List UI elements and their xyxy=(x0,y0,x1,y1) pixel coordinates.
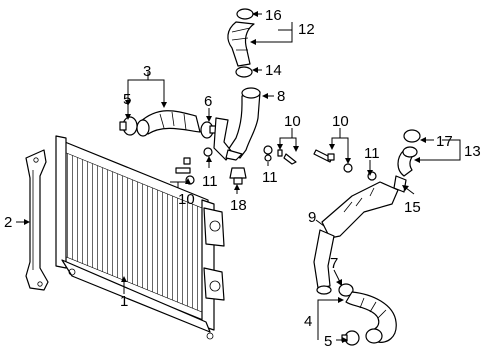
callout-8: 8 xyxy=(277,88,285,105)
callout-14: 14 xyxy=(265,62,282,79)
charge-hose-upper-part xyxy=(136,110,201,137)
leader-lines xyxy=(16,11,461,343)
bolt-part xyxy=(313,149,335,163)
callout-labels: 1 2 3 4 5 5 6 7 8 9 10 10 10 11 11 11 12… xyxy=(4,7,481,350)
hose-clamp-part xyxy=(338,283,354,297)
bolt-part xyxy=(175,157,191,174)
nut-part xyxy=(343,163,353,173)
clip-part xyxy=(393,175,407,193)
callout-7: 7 xyxy=(330,255,338,272)
callout-1: 1 xyxy=(120,293,128,310)
charge-duct-part xyxy=(227,8,255,78)
bolt-part xyxy=(277,149,297,165)
callout-18: 18 xyxy=(230,197,247,214)
callout-17: 17 xyxy=(436,133,453,150)
charge-hose-part xyxy=(397,129,421,177)
callout-6: 6 xyxy=(204,93,212,110)
callout-11-right: 11 xyxy=(364,145,380,162)
air-deflector-part xyxy=(25,149,49,291)
charge-pipe-part xyxy=(213,87,261,161)
callout-10-right: 10 xyxy=(332,113,349,130)
callout-15: 15 xyxy=(404,199,421,216)
sensor-part xyxy=(229,167,247,185)
intercooler-part xyxy=(55,135,225,340)
nut-part xyxy=(203,147,213,157)
callout-5-lower: 5 xyxy=(324,333,332,350)
hose-clamp-part xyxy=(119,116,138,136)
charge-hose-lower-part xyxy=(345,291,397,344)
callout-10-left: 10 xyxy=(178,191,195,208)
callout-4: 4 xyxy=(304,313,312,330)
charge-pipe-lower-part xyxy=(313,181,399,295)
callout-3: 3 xyxy=(143,63,151,80)
callout-9: 9 xyxy=(308,209,316,226)
callout-11-mid: 11 xyxy=(262,169,278,186)
nut-part xyxy=(263,145,273,162)
hose-clamp-part xyxy=(341,330,360,346)
callout-2: 2 xyxy=(4,214,12,231)
callout-11-left: 11 xyxy=(202,173,218,190)
callout-16: 16 xyxy=(265,7,282,24)
hose-clamp-part xyxy=(200,121,217,139)
callout-5-upper: 5 xyxy=(123,91,131,108)
callout-10-mid: 10 xyxy=(284,113,301,130)
callout-12: 12 xyxy=(298,21,315,38)
callout-13: 13 xyxy=(464,143,481,160)
